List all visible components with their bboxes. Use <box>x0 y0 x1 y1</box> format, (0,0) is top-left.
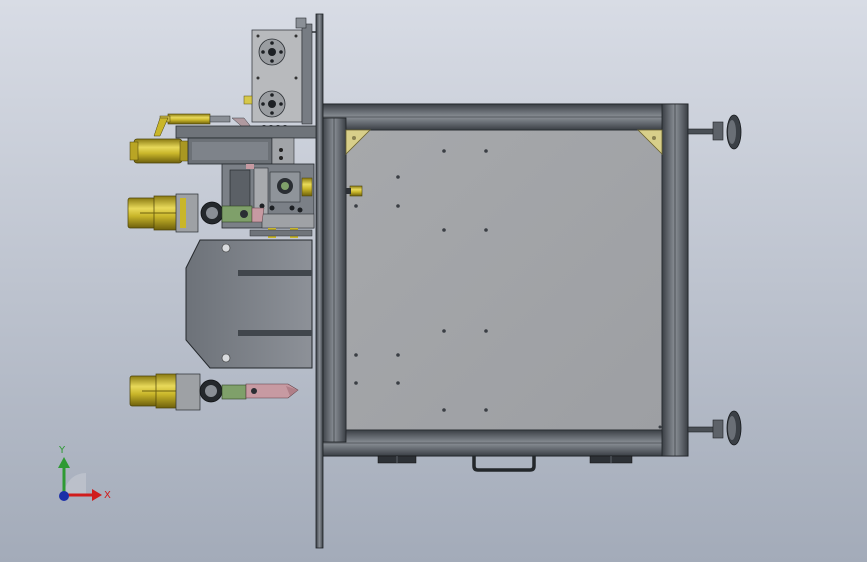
center-mechanism <box>221 163 315 238</box>
gripper-jaw <box>245 383 299 399</box>
gripper-bottom <box>129 373 299 411</box>
leveling-foot-top <box>687 114 742 150</box>
z-axis <box>59 491 69 501</box>
corner-bracket <box>345 129 371 155</box>
roller-bottom <box>258 90 286 118</box>
corner-bracket <box>637 129 663 155</box>
base-plate <box>345 129 663 431</box>
x-axis-label: X <box>104 490 111 501</box>
side-bracket <box>185 239 313 369</box>
y-axis-label: Y <box>58 445 66 456</box>
bottom-handles <box>377 455 633 472</box>
coordinate-triad: Y X <box>58 445 111 501</box>
upper-cylinder <box>153 113 317 139</box>
plate-sensor <box>349 185 363 197</box>
gripper-top <box>127 193 265 233</box>
plate-screws <box>354 149 662 429</box>
roller-top <box>258 38 286 66</box>
middle-cylinder <box>129 137 295 165</box>
roller-block <box>243 17 313 131</box>
leveling-foot-bottom <box>687 410 742 446</box>
frame-box <box>317 103 689 457</box>
